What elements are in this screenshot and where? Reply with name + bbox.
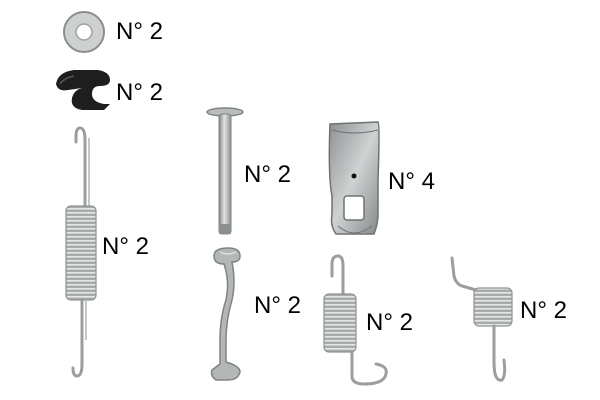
washer-quantity-label: N° 2 xyxy=(116,18,163,45)
spring-plate-clip-quantity-label: N° 4 xyxy=(388,170,435,194)
long-spring-icon xyxy=(65,126,97,378)
adjuster-lever-quantity-label: N° 2 xyxy=(254,292,301,319)
retaining-clip-quantity-label: N° 2 xyxy=(116,79,163,106)
short-spring-b-quantity-label: N° 2 xyxy=(520,297,567,324)
adjuster-lever-icon xyxy=(210,247,241,381)
hold-down-pin-quantity-label: N° 2 xyxy=(244,161,291,188)
spring-plate-clip-icon xyxy=(328,121,380,235)
short-spring-a-icon xyxy=(323,254,388,386)
short-spring-b-icon xyxy=(450,256,513,382)
washer-icon xyxy=(63,11,105,53)
short-spring-a-quantity-label: N° 2 xyxy=(366,309,413,336)
long-spring-quantity-label: N° 2 xyxy=(102,233,149,260)
hold-down-pin-icon xyxy=(206,107,244,235)
retaining-clip-icon xyxy=(56,70,110,110)
